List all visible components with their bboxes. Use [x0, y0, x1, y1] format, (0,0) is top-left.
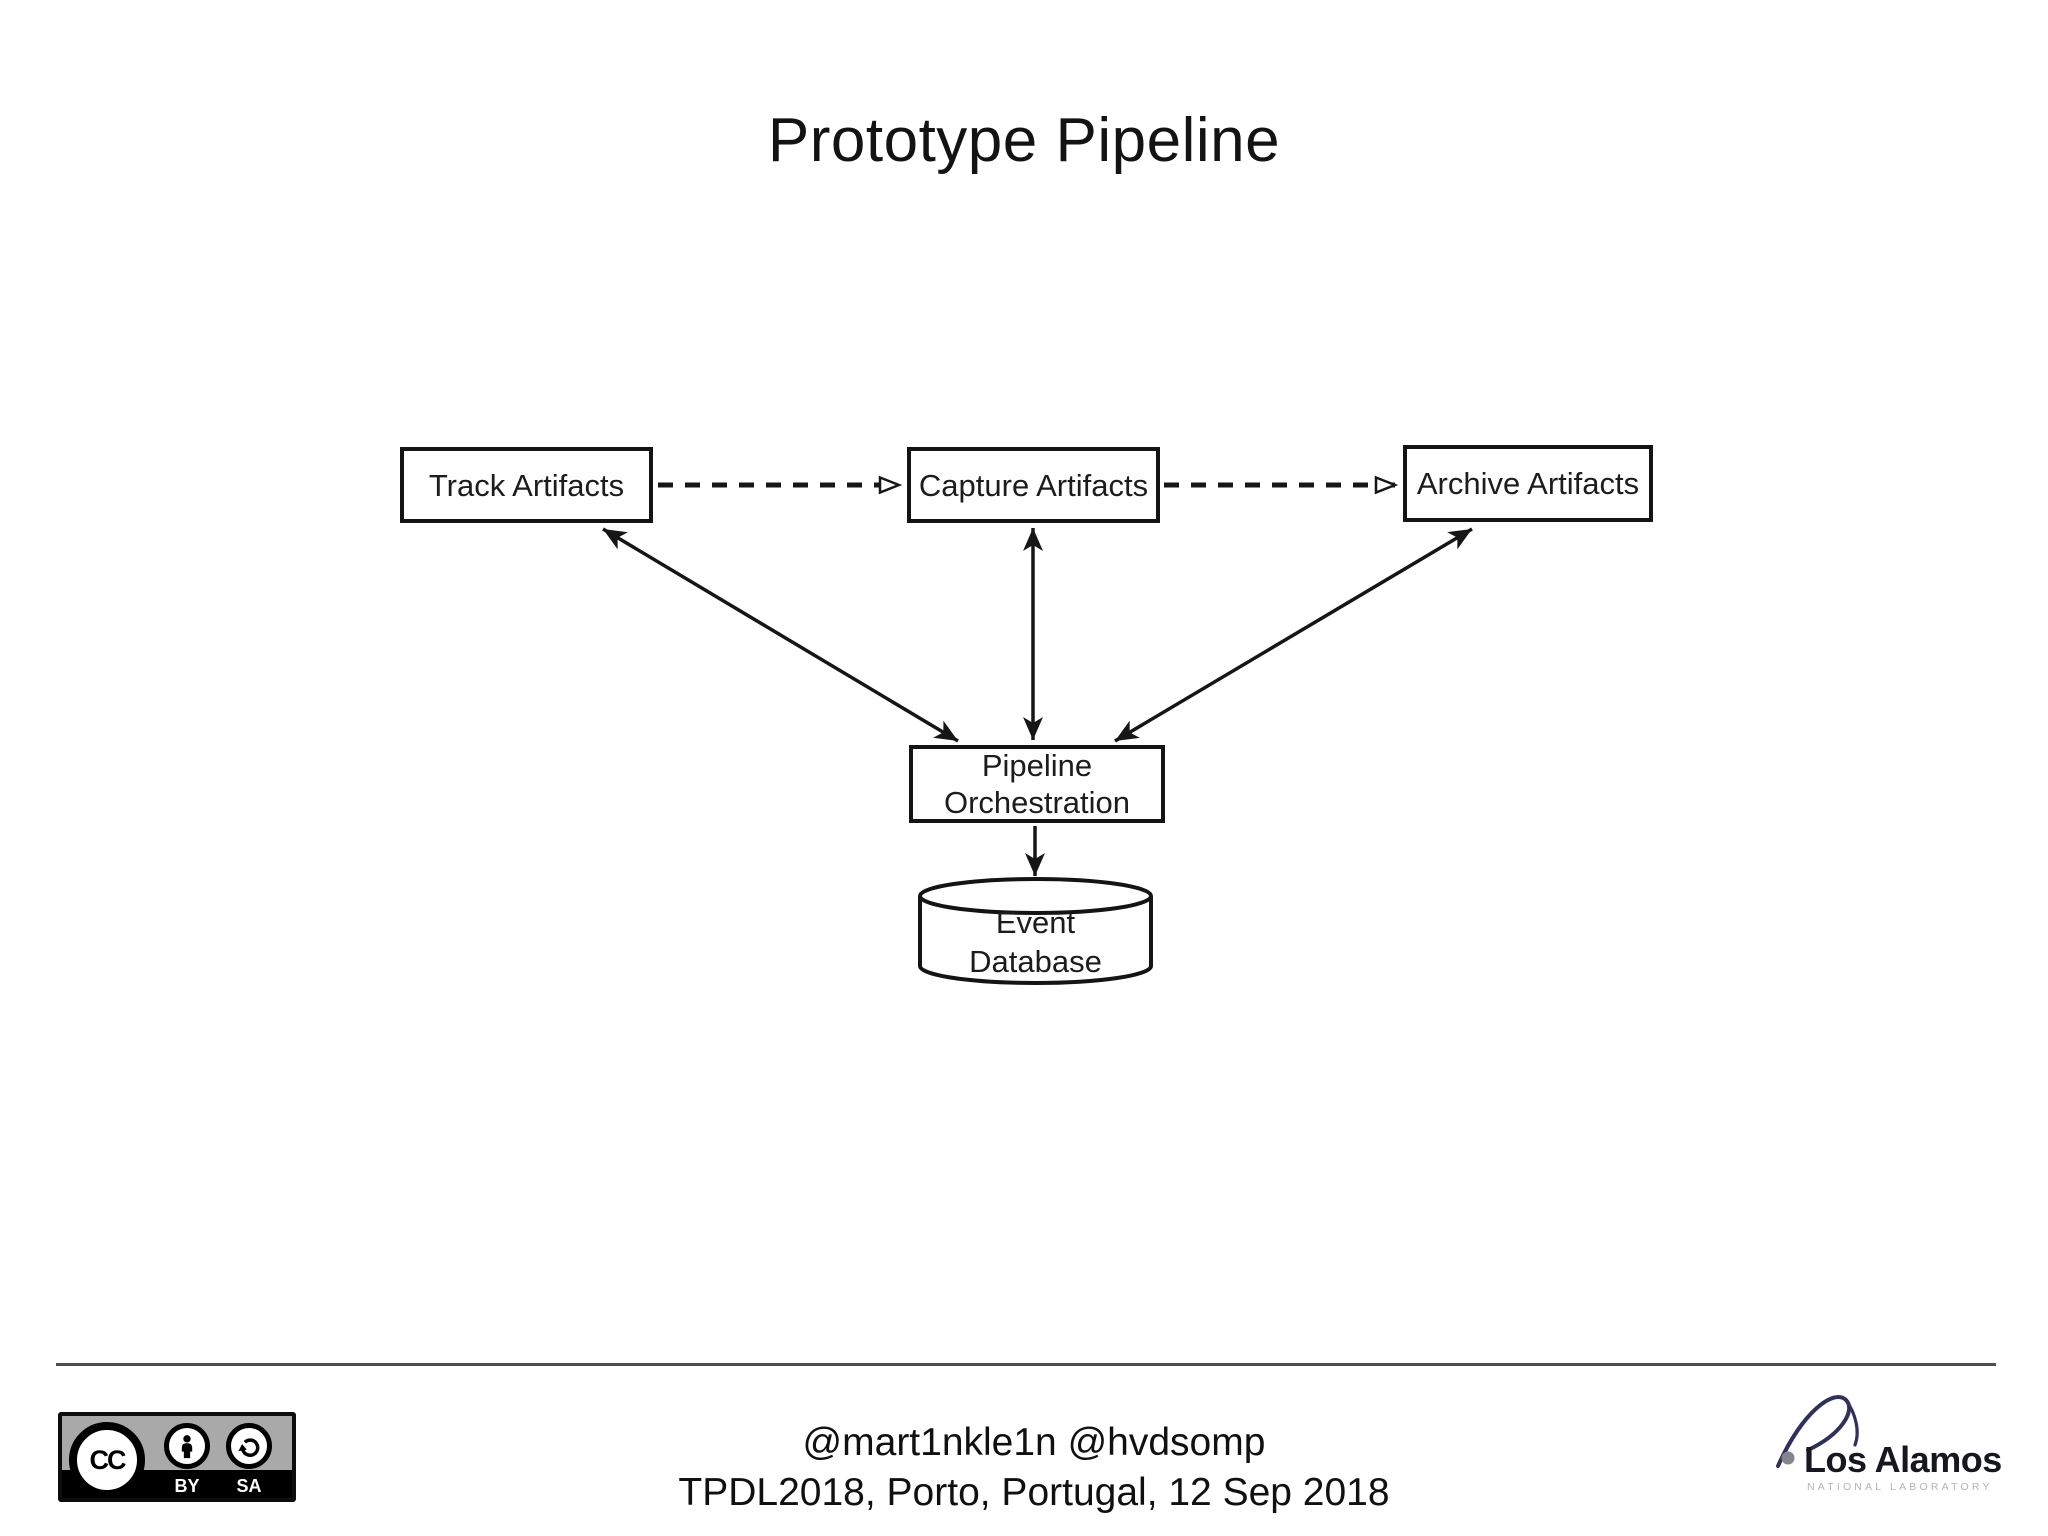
atom-swoosh-tail-icon: [1844, 1398, 1859, 1447]
cc-icon: CC: [69, 1422, 145, 1498]
footer-credits: @mart1nkle1n @hvdsomp TPDL2018, Porto, P…: [524, 1418, 1544, 1518]
sa-label: SA: [236, 1476, 262, 1496]
node-track-artifacts: Track Artifacts: [400, 447, 653, 523]
cc-icon-label: CC: [89, 1444, 127, 1475]
los-alamos-logo: Los Alamos NATIONAL LABORATORY: [1776, 1395, 2002, 1493]
share-alike-icon: [226, 1423, 272, 1469]
attribution-person-icon: [164, 1423, 210, 1469]
arrow-track-pipeline: [602, 527, 959, 743]
node-capture-artifacts: Capture Artifacts: [907, 447, 1160, 523]
credits-venue: TPDL2018, Porto, Portugal, 12 Sep 2018: [678, 1471, 1390, 1514]
arrow-archive-pipeline: [1114, 527, 1473, 743]
node-pipeline-orchestration: Pipeline Orchestration: [909, 745, 1165, 823]
by-label: BY: [174, 1476, 200, 1496]
page-title: Prototype Pipeline: [767, 106, 1281, 175]
footer-divider: [56, 1363, 1996, 1366]
database-cylinder-icon: [918, 877, 1153, 985]
cc-license-badge: CC BY SA: [58, 1412, 296, 1502]
credits-handles: @mart1nkle1n @hvdsomp: [802, 1421, 1266, 1464]
logo-dot: [1781, 1451, 1795, 1465]
node-archive-artifacts: Archive Artifacts: [1403, 445, 1653, 522]
node-event-database: Event Database: [969, 905, 1102, 979]
logo-title: Los Alamos: [1804, 1439, 2002, 1480]
logo-subtitle: NATIONAL LABORATORY: [1807, 1481, 1993, 1493]
